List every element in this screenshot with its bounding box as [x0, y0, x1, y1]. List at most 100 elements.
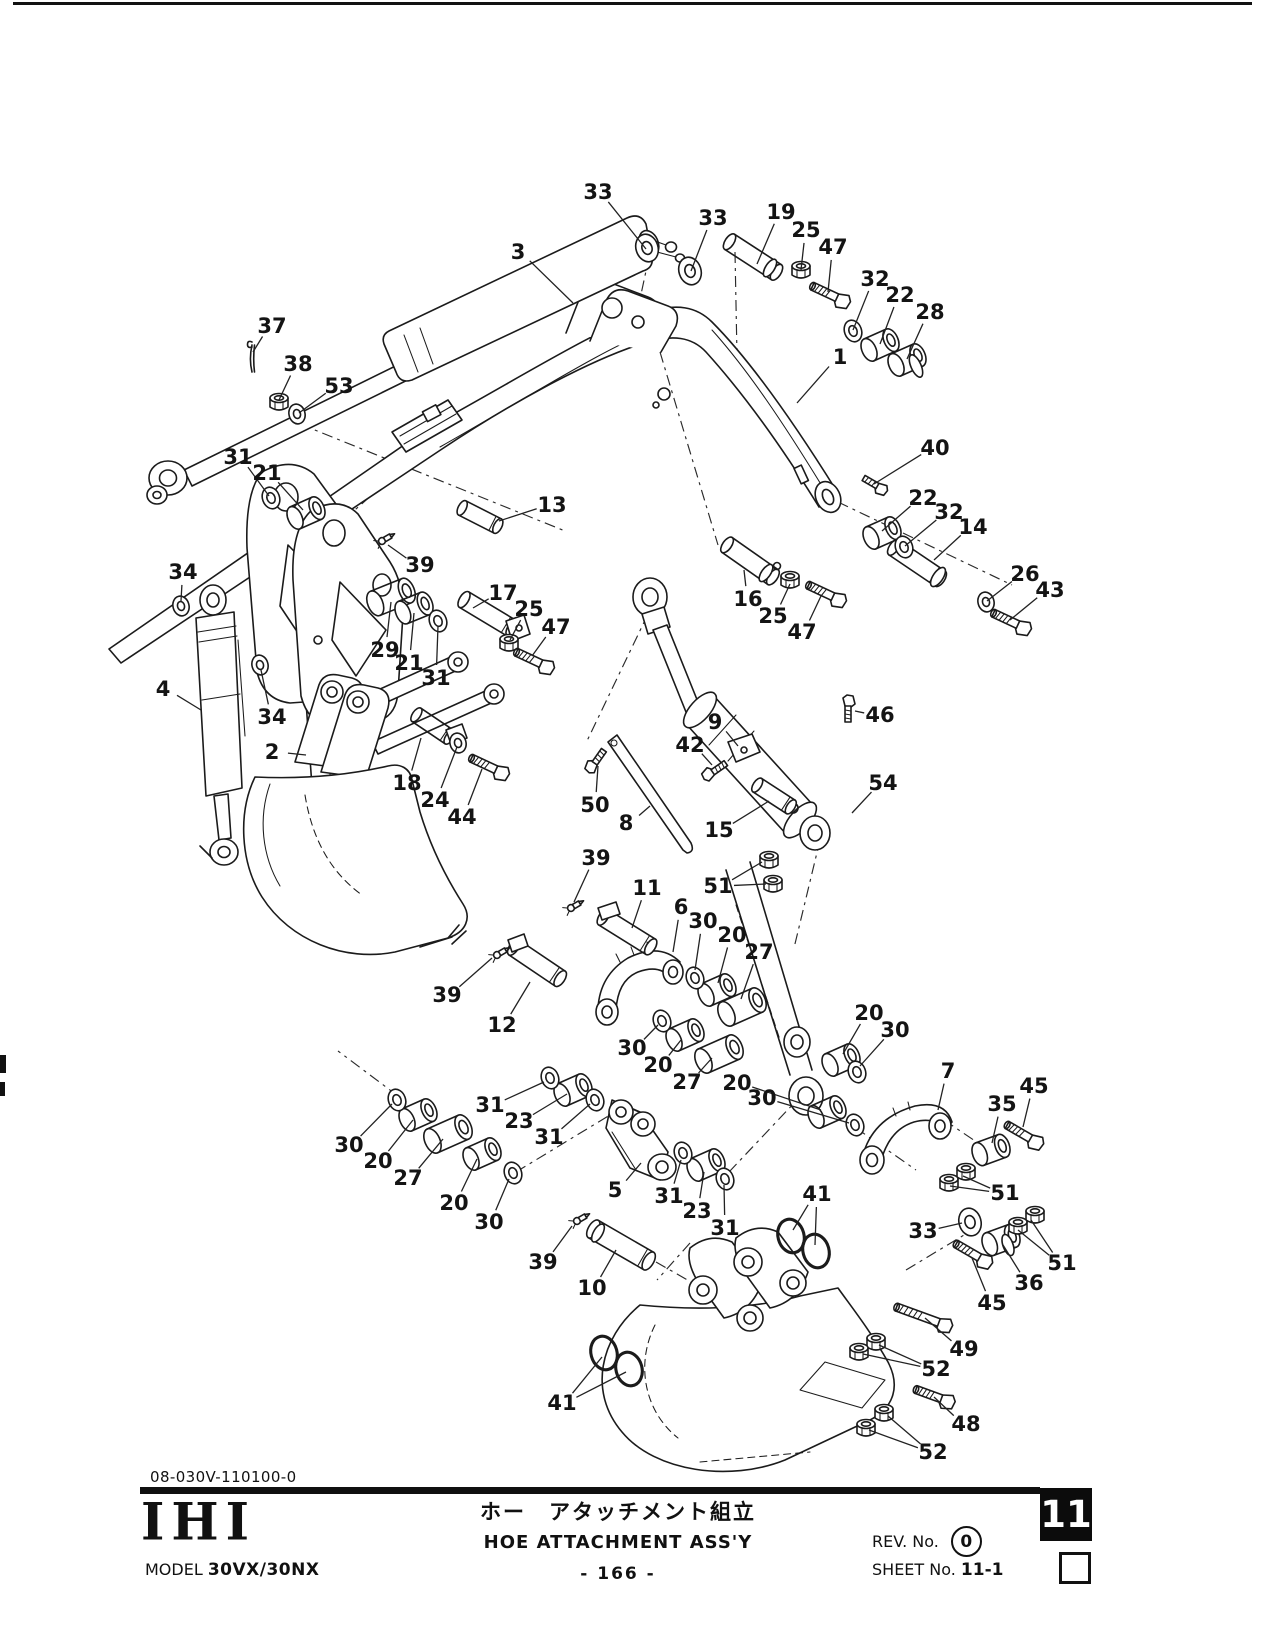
- callout-part-7: 7: [941, 1059, 956, 1083]
- callout-part-24: 24: [420, 788, 449, 812]
- callout-part-35: 35: [987, 1092, 1016, 1116]
- callout-part-9: 9: [708, 710, 723, 734]
- leader-line: [937, 1083, 945, 1111]
- bolt-46: [842, 694, 856, 723]
- callout-part-52: 52: [918, 1440, 947, 1464]
- callout-part-22: 22: [908, 486, 937, 510]
- callout-part-31: 31: [534, 1125, 563, 1149]
- nut-52b: [849, 1342, 869, 1361]
- callout-part-47: 47: [787, 620, 816, 644]
- link-7: [859, 1101, 953, 1175]
- scan-artifact: [0, 1082, 5, 1096]
- title-japanese: ホー アタッチメント組立: [480, 1500, 756, 1524]
- nut-51b: [763, 874, 783, 893]
- bolt-47b: [801, 577, 850, 612]
- leader-line: [561, 1103, 591, 1130]
- leader-line: [467, 768, 483, 806]
- model-line: MODEL 30VX/30NX: [145, 1560, 319, 1580]
- leader-line: [854, 710, 865, 714]
- callout-part-26: 26: [1010, 562, 1039, 586]
- callout-part-5: 5: [608, 1178, 623, 1202]
- callout-part-41: 41: [802, 1182, 831, 1206]
- leader-line: [859, 1038, 885, 1067]
- callout-part-8: 8: [619, 811, 634, 835]
- leader-line: [509, 619, 522, 641]
- leader-line: [743, 569, 747, 587]
- leader-line: [933, 1396, 955, 1417]
- leader-line: [247, 466, 270, 497]
- revision-line: REV. No. 0: [872, 1526, 982, 1557]
- leader-line: [873, 454, 922, 485]
- bolt-43: [986, 605, 1035, 640]
- leader-line: [571, 1356, 603, 1394]
- leader-line: [991, 1116, 999, 1144]
- leader-line: [1017, 1229, 1050, 1256]
- callout-part-30: 30: [617, 1036, 646, 1060]
- leader-line: [699, 1171, 705, 1199]
- callout-part-18: 18: [392, 771, 421, 795]
- leader-line: [631, 899, 642, 929]
- leader-line: [668, 1039, 682, 1056]
- leader-line: [386, 601, 392, 638]
- nut-51d: [939, 1173, 959, 1192]
- bucket-2: [601, 1227, 896, 1473]
- leader-line: [878, 1344, 922, 1365]
- leader-line: [298, 392, 327, 414]
- link-5: [605, 1099, 677, 1181]
- bushing-35: [968, 1131, 1014, 1169]
- leader-line: [752, 1086, 822, 1111]
- callout-part-39: 39: [528, 1250, 557, 1274]
- leader-line: [887, 1415, 921, 1445]
- model-label: MODEL: [145, 1560, 203, 1579]
- nut-51a: [759, 850, 779, 869]
- seal-30f: [500, 1158, 526, 1188]
- leader-line: [1009, 597, 1038, 621]
- leader-line: [698, 1057, 713, 1074]
- callout-part-40: 40: [920, 436, 949, 460]
- seal-30d: [842, 1110, 868, 1140]
- callout-part-30: 30: [747, 1086, 776, 1110]
- leader-line: [440, 746, 458, 789]
- leader-line: [672, 919, 679, 953]
- leader-line: [643, 1024, 659, 1040]
- swing-bracket: [245, 463, 404, 727]
- callout-part-45: 45: [1019, 1074, 1048, 1098]
- callout-part-39: 39: [581, 846, 610, 870]
- callout-part-27: 27: [672, 1070, 701, 1094]
- callout-part-32: 32: [934, 500, 963, 524]
- callout-part-44: 44: [447, 805, 476, 829]
- sheet-line: SHEET No. 11-1: [872, 1560, 1003, 1580]
- scan-artifact: [0, 1055, 6, 1073]
- callout-part-31: 31: [475, 1093, 504, 1117]
- bucket-cylinder: [607, 577, 831, 854]
- callout-part-20: 20: [643, 1053, 672, 1077]
- leader-line: [924, 1317, 952, 1342]
- leader-line: [906, 323, 924, 360]
- leader-line: [904, 519, 937, 547]
- leader-line: [278, 375, 292, 401]
- callout-part-39: 39: [405, 553, 434, 577]
- callout-part-11: 11: [632, 876, 661, 900]
- leader-line: [792, 1204, 809, 1231]
- callout-part-53: 53: [324, 374, 353, 398]
- callout-part-20: 20: [854, 1001, 883, 1025]
- leader-line: [852, 290, 870, 331]
- bolt-42: [698, 756, 730, 784]
- callout-part-47: 47: [818, 235, 847, 259]
- leader-line: [731, 861, 763, 881]
- leader-line: [287, 752, 307, 756]
- callout-part-33: 33: [698, 206, 727, 230]
- callout-part-41: 41: [547, 1391, 576, 1415]
- callout-part-30: 30: [688, 909, 717, 933]
- callout-part-25: 25: [791, 218, 820, 242]
- leader-line: [504, 1081, 545, 1101]
- leader-line: [360, 1103, 393, 1137]
- pins: [407, 230, 950, 1273]
- leader-line: [498, 508, 537, 522]
- nut-52a: [866, 1332, 886, 1351]
- callout-part-25: 25: [758, 604, 787, 628]
- pin-19: [720, 230, 786, 284]
- leader-line: [971, 1257, 987, 1292]
- leader-line: [814, 1206, 818, 1246]
- leader-line: [862, 1353, 921, 1368]
